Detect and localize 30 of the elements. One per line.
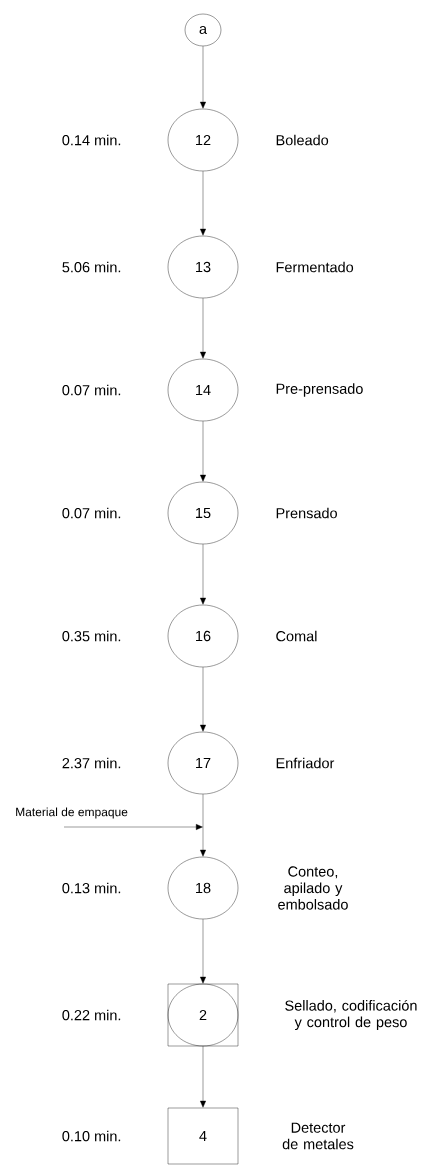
arrow [200, 46, 206, 109]
step-description: Sellado, codificación y control de peso [285, 999, 417, 1031]
time-label: 0.22 min. [62, 1009, 121, 1021]
arrow [200, 1046, 206, 1108]
step-description: Fermentado [276, 261, 354, 273]
arrow [200, 794, 206, 857]
time-label: 0.10 min. [62, 1130, 121, 1142]
step-description: Enfriador [276, 757, 335, 769]
time-label: 0.07 min. [62, 507, 121, 519]
time-label: 0.13 min. [62, 882, 121, 894]
arrow [200, 544, 206, 605]
input-label: Material de empaque [16, 807, 128, 819]
step-description: Conteo, apilado y embolsado [278, 866, 348, 910]
arrow [63, 824, 203, 830]
step-description: Boleado [276, 134, 329, 146]
step-description: Comal [276, 630, 317, 642]
time-label: 0.07 min. [62, 384, 121, 396]
arrow [200, 171, 206, 236]
time-label: 5.06 min. [62, 261, 121, 273]
step-description: Pre-prensado [276, 383, 363, 397]
step-description: Detector de metales [282, 1122, 354, 1150]
arrow [200, 421, 206, 482]
arrow [200, 298, 206, 359]
time-label: 0.35 min. [62, 630, 121, 642]
inspection-box: 4 [167, 1107, 239, 1165]
time-label: 0.14 min. [62, 134, 121, 146]
arrow [200, 919, 206, 984]
step-description: Prensado [276, 507, 337, 519]
time-label: 2.37 min. [62, 757, 121, 769]
arrow [200, 667, 206, 732]
